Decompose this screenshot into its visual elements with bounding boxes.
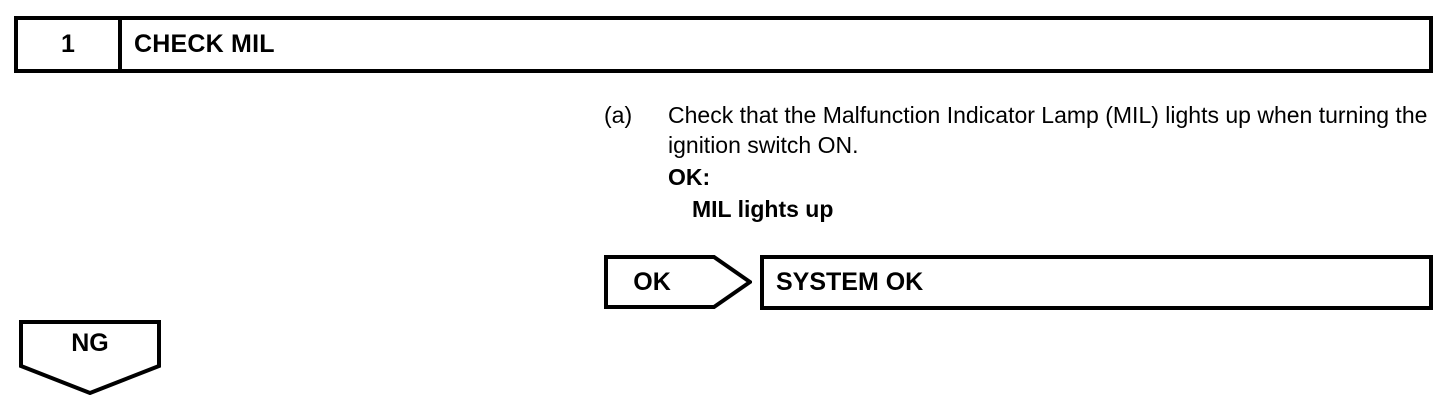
- ng-branch-label: NG: [71, 328, 109, 357]
- ok-branch-label: OK: [633, 267, 671, 296]
- step-header: 1 CHECK MIL: [14, 16, 1433, 73]
- step-number: 1: [61, 30, 75, 58]
- procedure-text: Check that the Malfunction Indicator Lam…: [668, 102, 1428, 158]
- procedure-body: Check that the Malfunction Indicator Lam…: [668, 100, 1434, 224]
- ok-arrow-tag: OK: [604, 255, 752, 309]
- procedure-block: (a) Check that the Malfunction Indicator…: [604, 100, 1434, 224]
- step-title-cell: CHECK MIL: [122, 20, 1429, 69]
- step-title: CHECK MIL: [134, 30, 275, 58]
- procedure-marker: (a): [604, 102, 633, 128]
- system-ok-box: SYSTEM OK: [760, 255, 1433, 310]
- arrow-down-pentagon-icon: [19, 320, 161, 395]
- ok-criteria-value: MIL lights up: [692, 196, 834, 222]
- step-number-cell: 1: [18, 20, 122, 69]
- procedure-item: (a) Check that the Malfunction Indicator…: [604, 100, 1434, 224]
- arrow-right-pentagon-icon: [604, 255, 752, 309]
- ok-criteria-label: OK:: [668, 164, 711, 190]
- ng-branch: NG: [19, 320, 161, 395]
- system-ok-label: SYSTEM OK: [776, 268, 924, 296]
